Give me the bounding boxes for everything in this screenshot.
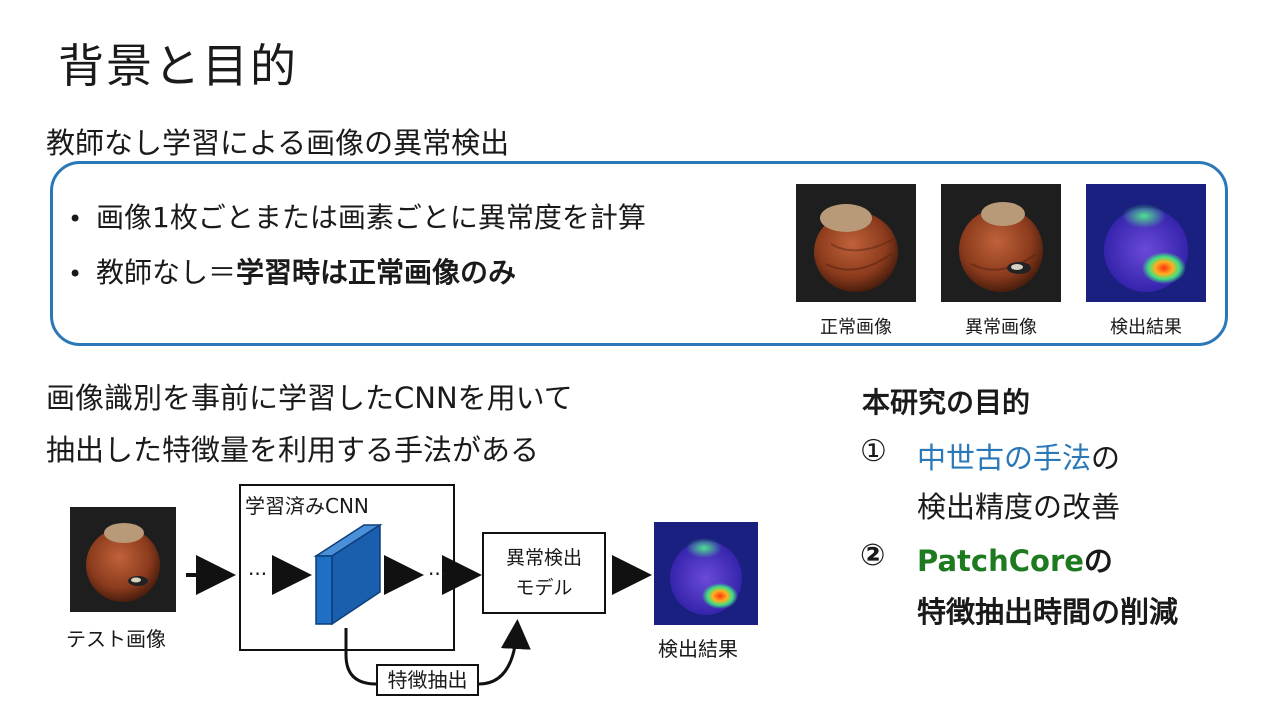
objective-rest-1: の (1091, 441, 1121, 475)
objective-heading: 本研究の目的 (862, 386, 1031, 419)
bullet-text: 教師なし＝ (96, 256, 237, 289)
cnn-label: 学習済みCNN (245, 494, 369, 518)
objective-line2-2: 特徴抽出時間の削減 (917, 595, 1179, 629)
method-line-2: 抽出した特徴量を利用する手法がある (46, 433, 540, 467)
dots-right: ··· (428, 562, 448, 586)
feature-extraction-label: 特徴抽出 (376, 664, 479, 696)
caption-result: 検出結果 (1110, 317, 1182, 338)
caption-normal: 正常画像 (820, 317, 892, 338)
slide-title: 背景と目的 (58, 39, 298, 93)
slide-subtitle: 教師なし学習による画像の異常検出 (46, 126, 510, 160)
objective-item-2: PatchCoreの (917, 538, 1113, 580)
normal-image (796, 184, 916, 302)
objective-marker-1: ① (860, 434, 887, 469)
result-label: 検出結果 (658, 637, 738, 661)
model-label-line-2: モデル (515, 577, 573, 599)
objective-highlight-2: PatchCore (917, 544, 1084, 578)
overview-panel (50, 161, 1228, 346)
bullet-item-2: • 教師なし＝学習時は正常画像のみ (68, 251, 516, 291)
objective-item-1: 中世古の手法の (917, 435, 1120, 477)
test-image (70, 507, 176, 612)
caption-anomaly: 異常画像 (965, 317, 1037, 338)
anomaly-image (941, 184, 1061, 302)
objective-line2-1: 検出精度の改善 (917, 490, 1121, 524)
test-image-label: テスト画像 (66, 627, 166, 651)
bullet-text: 画像1枚ごとまたは画素ごとに異常度を計算 (96, 201, 646, 234)
dots-left: ··· (248, 562, 268, 586)
method-line-1: 画像識別を事前に学習したCNNを用いて (46, 381, 573, 415)
heatmap-image (1086, 184, 1206, 302)
bullet-bold-text: 学習時は正常画像のみ (236, 256, 517, 289)
anomaly-model-box: 異常検出 モデル (482, 532, 606, 614)
objective-marker-2: ② (860, 538, 886, 573)
bullet-marker: • (68, 205, 83, 233)
result-heatmap (654, 522, 758, 625)
model-label-line-1: 異常検出 (505, 547, 582, 569)
bullet-marker: • (68, 260, 83, 288)
objective-highlight-1: 中世古の手法 (917, 441, 1092, 475)
objective-rest-2: の (1083, 544, 1113, 578)
bullet-item-1: • 画像1枚ごとまたは画素ごとに異常度を計算 (68, 196, 646, 236)
